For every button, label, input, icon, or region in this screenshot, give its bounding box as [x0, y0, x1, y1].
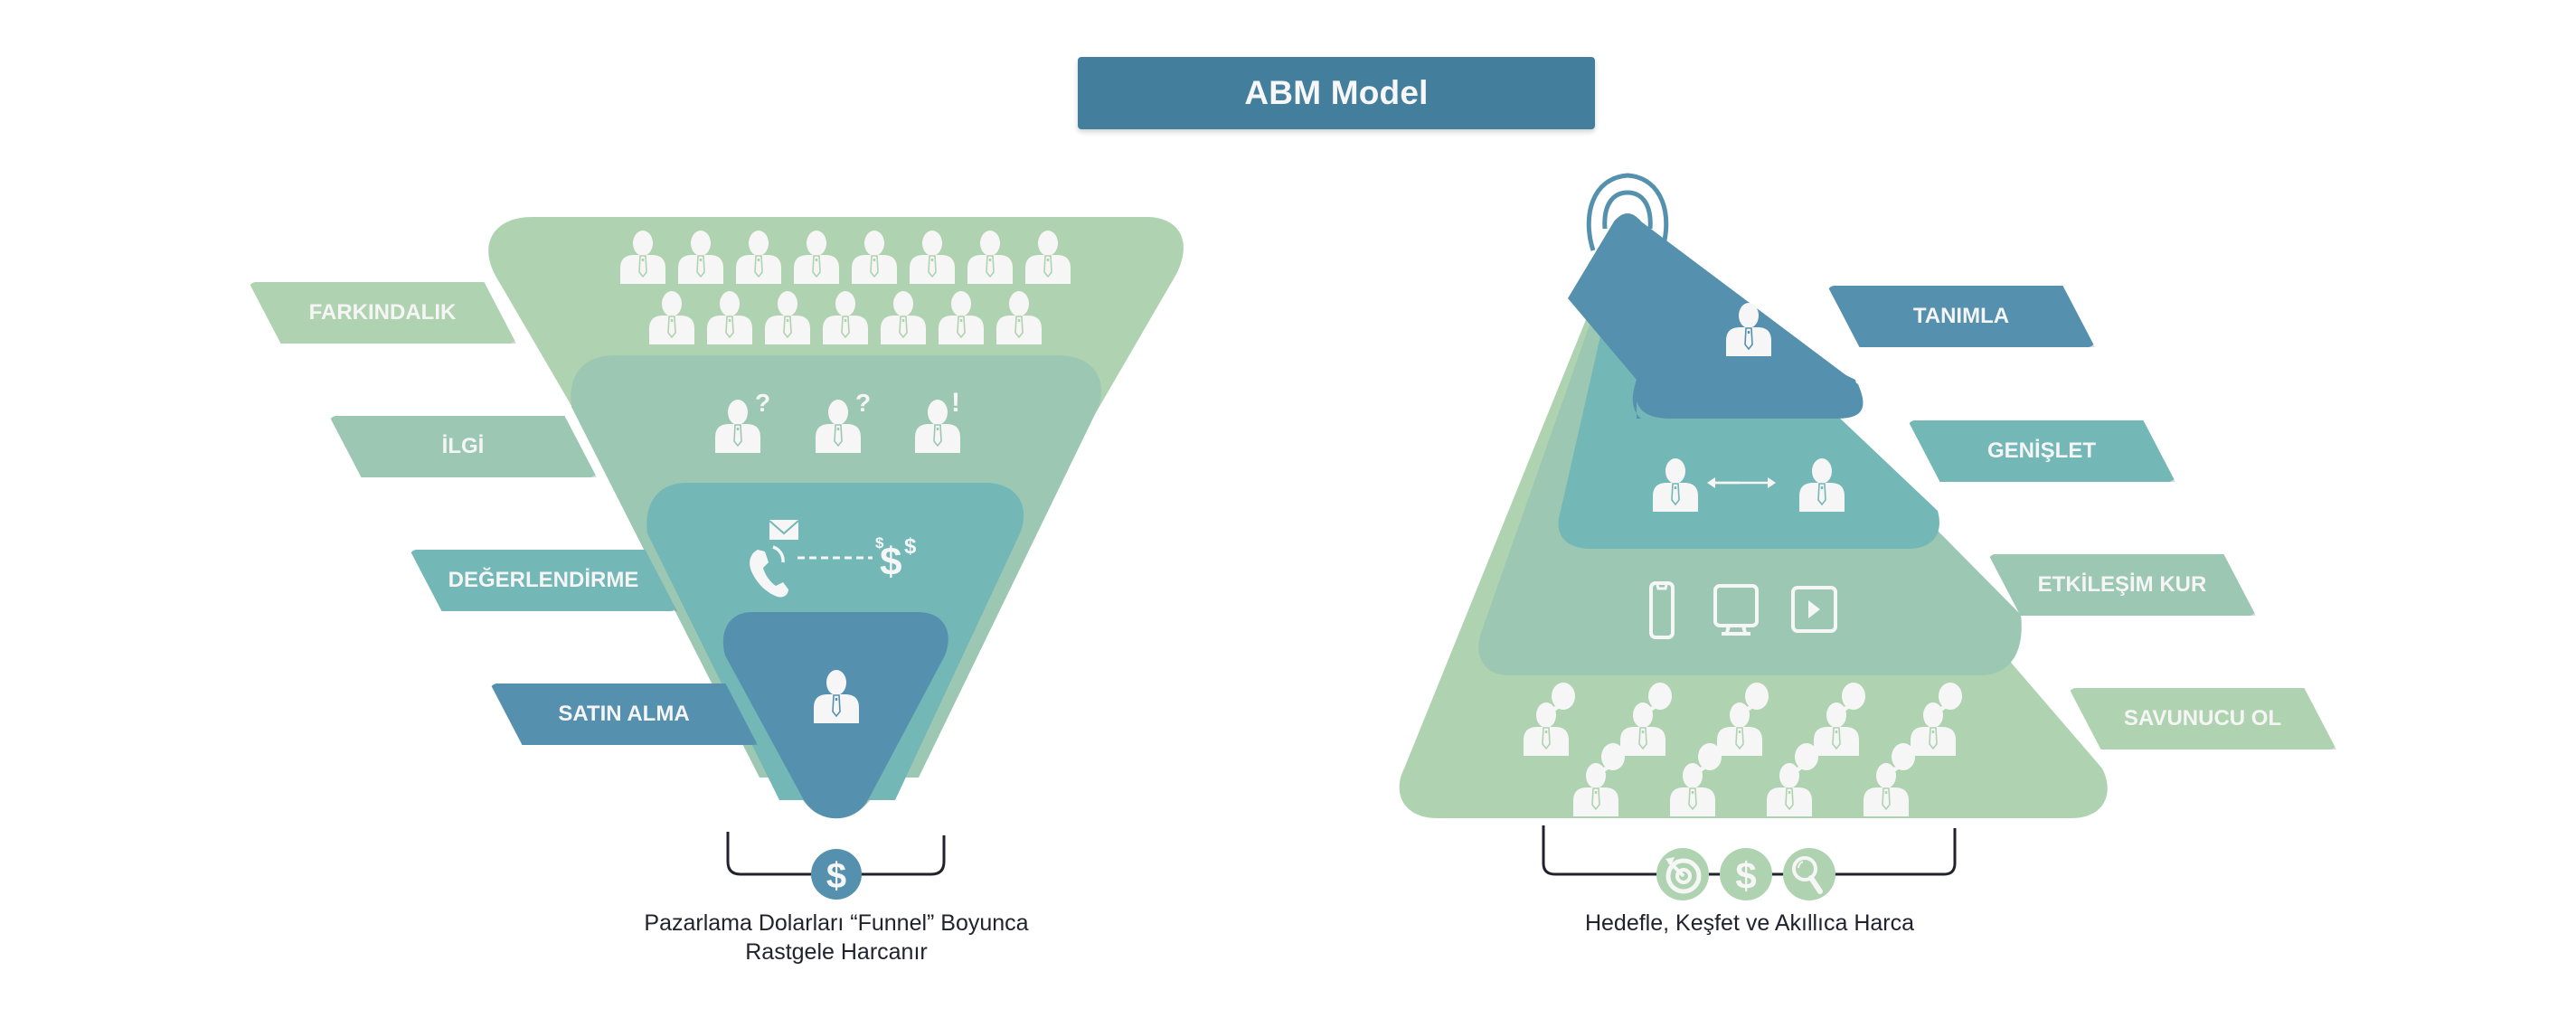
- pyramid-label-advocate: SAVUNUCU OL: [2069, 688, 2336, 749]
- abm-pyramid: $: [1399, 173, 2108, 900]
- target-icon: [1656, 848, 1709, 900]
- title-banner: ABM Model: [1078, 57, 1595, 129]
- funnel-caption-line2: Rastgele Harcanır: [745, 939, 928, 965]
- dollar-icon: $: [1720, 848, 1772, 900]
- magnifier-icon: [1783, 848, 1835, 900]
- pyramid-label-expand: GENİŞLET: [1908, 420, 2175, 482]
- page-title: ABM Model: [1244, 74, 1429, 111]
- pyramid-caption: Hedefle, Keşfet ve Akıllıca Harca: [1584, 910, 1915, 936]
- funnel-label-awareness: FARKINDALIK: [249, 282, 516, 344]
- curious-people-icon: ? ? !: [714, 388, 961, 454]
- phone-mail-to-money-icon: $ $ $: [750, 520, 917, 598]
- funnel-label-interest: İLGİ: [329, 416, 597, 477]
- small-dollar-icon: $: [904, 534, 917, 559]
- video-play-icon: [1791, 586, 1837, 633]
- monitor-icon: [1713, 584, 1759, 636]
- funnel-caption: Pazarlama Dolarları “Funnel” Boyunca Ras…: [579, 909, 1094, 966]
- marketing-funnel: ? ? ! $ $ $ $: [488, 217, 1184, 900]
- pyramid-label-engage: ETKİLEŞİM KUR: [1988, 554, 2256, 616]
- svg-text:$: $: [826, 856, 846, 896]
- question-mark-icon: ?: [855, 389, 871, 417]
- big-dollar-icon: $: [880, 540, 901, 584]
- exclamation-icon: !: [951, 388, 960, 418]
- funnel-caption-line1: Pazarlama Dolarları “Funnel” Boyunca: [644, 910, 1029, 936]
- funnel-label-evaluation: DEĞERLENDİRME: [410, 550, 677, 611]
- funnel-label-purchase: SATIN ALMA: [490, 683, 758, 745]
- question-mark-icon: ?: [755, 389, 770, 417]
- mail-icon: [769, 520, 799, 540]
- small-dollar-icon: $: [875, 534, 884, 551]
- phone-icon: [750, 545, 788, 598]
- devices-icon: [1649, 581, 1837, 639]
- target-signal-icon: [1586, 173, 1669, 251]
- dollar-icon: $: [811, 849, 862, 900]
- two-people-connect-icon: [1652, 457, 1845, 513]
- pyramid-label-identify: TANIMLA: [1827, 286, 2095, 347]
- svg-text:$: $: [1735, 854, 1756, 897]
- phone-icon: [1649, 581, 1675, 639]
